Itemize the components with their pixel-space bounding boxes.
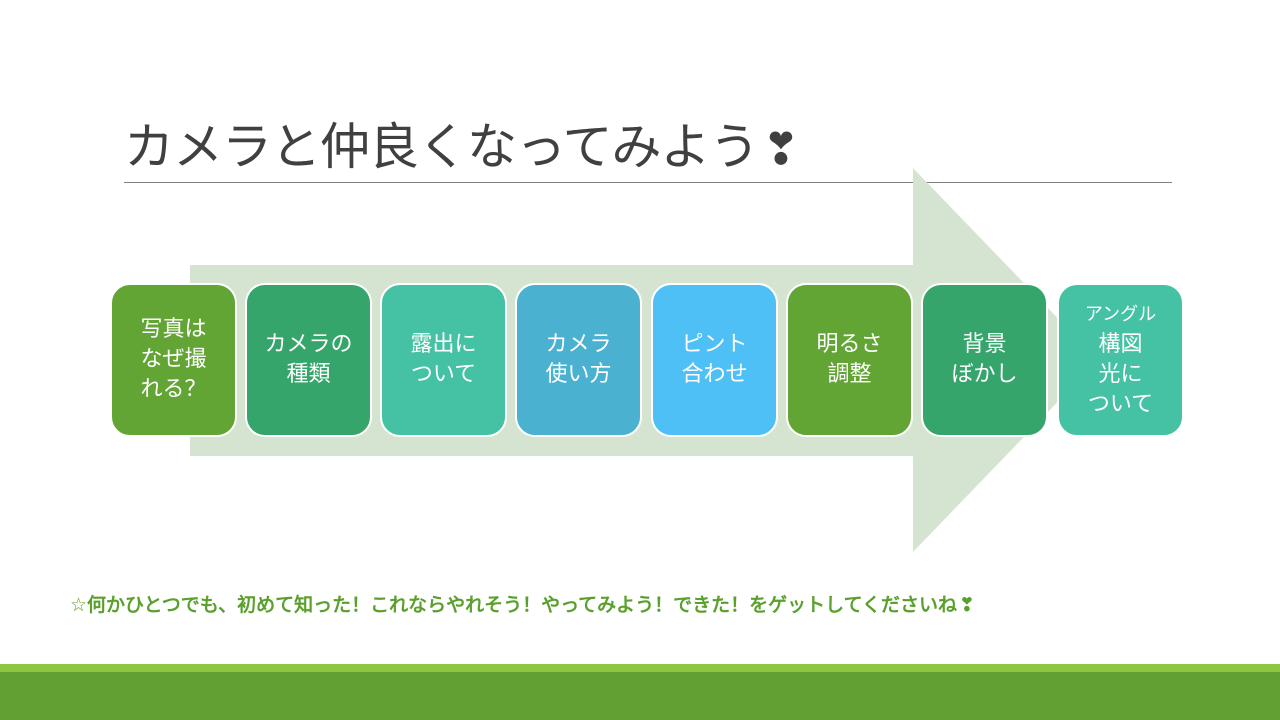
- step-5-focus[interactable]: ピント 合わせ: [651, 283, 778, 437]
- step-label: アングル 構図 光に ついて: [1084, 304, 1157, 417]
- footer-message-text: ☆何かひとつでも、初めて知った！これならやれそう！やってみよう！できた！をゲット…: [70, 594, 958, 616]
- step-label: ピント 合わせ: [681, 332, 748, 387]
- footer-band-light: [0, 664, 1280, 672]
- step-2-camera-types[interactable]: カメラの 種類: [245, 283, 372, 437]
- step-3-exposure[interactable]: 露出に ついて: [380, 283, 507, 437]
- step-label: 背景 ぼかし: [951, 332, 1018, 387]
- heart-icon: ❣: [959, 594, 975, 616]
- step-label: カメラの 種類: [264, 332, 353, 387]
- footer-message: ☆何かひとつでも、初めて知った！これならやれそう！やってみよう！できた！をゲット…: [70, 590, 975, 620]
- process-arrow: [190, 168, 1098, 552]
- slide-title: カメラと仲良くなってみよう❣: [124, 112, 800, 182]
- step-label: 明るさ 調整: [816, 332, 883, 387]
- step-8-angle-composition-light[interactable]: アングル 構図 光に ついて: [1057, 283, 1184, 437]
- slide-title-text: カメラと仲良くなってみよう: [124, 118, 759, 176]
- step-1-photo-basics[interactable]: 写真は なぜ撮 れる？: [110, 283, 237, 437]
- step-7-background-blur[interactable]: 背景 ぼかし: [921, 283, 1048, 437]
- step-6-brightness[interactable]: 明るさ 調整: [786, 283, 913, 437]
- step-label: 写真は なぜ撮 れる？: [140, 317, 207, 402]
- footer-band-dark: [0, 672, 1280, 720]
- title-underline: [124, 182, 1172, 183]
- step-label: カメラ 使い方: [545, 332, 612, 387]
- step-label: 露出に ついて: [410, 332, 477, 387]
- heart-icon: ❣: [762, 124, 800, 175]
- step-4-camera-usage[interactable]: カメラ 使い方: [515, 283, 642, 437]
